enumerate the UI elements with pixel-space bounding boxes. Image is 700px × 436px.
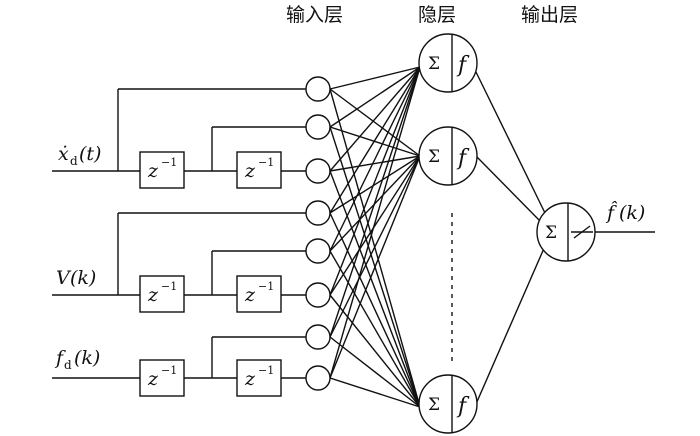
svg-text:−1: −1: [258, 364, 274, 377]
svg-text:z: z: [147, 160, 159, 182]
svg-text:z: z: [147, 284, 159, 306]
hidden-layer-header: 隐层: [418, 4, 456, 26]
output-layer-header: 输出层: [521, 4, 578, 26]
input-node: [305, 282, 331, 308]
input-label-fd: f d (k): [54, 347, 100, 372]
svg-text:f: f: [54, 347, 66, 369]
delay-box: z−1: [139, 275, 185, 313]
delay-line-1: [52, 88, 306, 172]
connection-line: [329, 155, 421, 379]
connection-line: [329, 66, 421, 214]
svg-text:V: V: [56, 267, 72, 289]
svg-text:z: z: [244, 160, 256, 182]
svg-text:−1: −1: [161, 364, 177, 377]
delay-box: z−1: [139, 359, 185, 397]
delay-box: z−1: [236, 275, 282, 313]
connection-line: [329, 126, 421, 157]
delay-box: z−1: [139, 151, 185, 189]
delay-line-3: [52, 336, 306, 379]
connections: [329, 66, 421, 408]
input-layer-header: 输入层: [286, 4, 343, 26]
svg-text:Σ: Σ: [545, 223, 557, 243]
svg-text:(t): (t): [79, 143, 101, 165]
connection-line: [329, 377, 421, 408]
connection-line: [329, 155, 421, 214]
connection-line: [329, 66, 421, 90]
svg-text:z: z: [244, 368, 256, 390]
input-label-xd: ẋ d (t): [58, 143, 101, 168]
connection-line: [329, 170, 421, 408]
output-label: f̂ (k): [605, 201, 645, 224]
svg-text:−1: −1: [161, 156, 177, 169]
svg-text:z: z: [244, 284, 256, 306]
hidden-output-connections: [475, 71, 546, 405]
input-node: [305, 158, 331, 184]
connection-line: [329, 155, 421, 338]
svg-text:−1: −1: [258, 280, 274, 293]
input-label-v: V (k): [56, 267, 96, 289]
input-node: [305, 365, 331, 391]
connection-line: [329, 66, 421, 296]
connection-line: [329, 88, 421, 157]
input-node: [305, 238, 331, 264]
svg-text:(k): (k): [70, 267, 96, 289]
svg-text:Σ: Σ: [428, 147, 440, 167]
svg-text:−1: −1: [161, 280, 177, 293]
input-node: [305, 76, 331, 102]
svg-text:z: z: [147, 368, 159, 390]
connection-line: [329, 66, 421, 338]
svg-text:f̂: f̂: [605, 201, 618, 224]
svg-text:−1: −1: [258, 156, 274, 169]
delay-box: z−1: [236, 151, 282, 189]
svg-text:(k): (k): [619, 202, 645, 224]
input-node: [305, 200, 331, 226]
svg-text:Σ: Σ: [428, 395, 440, 415]
connection-line: [329, 66, 421, 379]
hidden-node: Σ f: [418, 374, 478, 434]
connection-line: [329, 155, 421, 296]
connection-line: [329, 66, 421, 128]
connection-line: [329, 212, 421, 408]
delay-box: z−1: [236, 359, 282, 397]
svg-text:d: d: [70, 154, 78, 168]
connection-line: [329, 66, 421, 172]
connection-line: [329, 336, 421, 408]
svg-text:(k): (k): [74, 347, 100, 369]
svg-text:d: d: [64, 358, 72, 372]
svg-text:Σ: Σ: [428, 54, 440, 74]
connection-line: [329, 66, 421, 252]
input-node: [305, 114, 331, 140]
input-node: [305, 324, 331, 350]
svg-text:ẋ: ẋ: [58, 143, 69, 165]
hidden-node: Σ f: [418, 126, 478, 186]
connection-line: [329, 294, 421, 408]
connection-line: [329, 250, 421, 408]
connection-line: [329, 155, 421, 172]
output-node: Σ: [536, 202, 596, 262]
delay-line-2: [52, 212, 306, 296]
hidden-node: Σ f: [418, 33, 478, 93]
